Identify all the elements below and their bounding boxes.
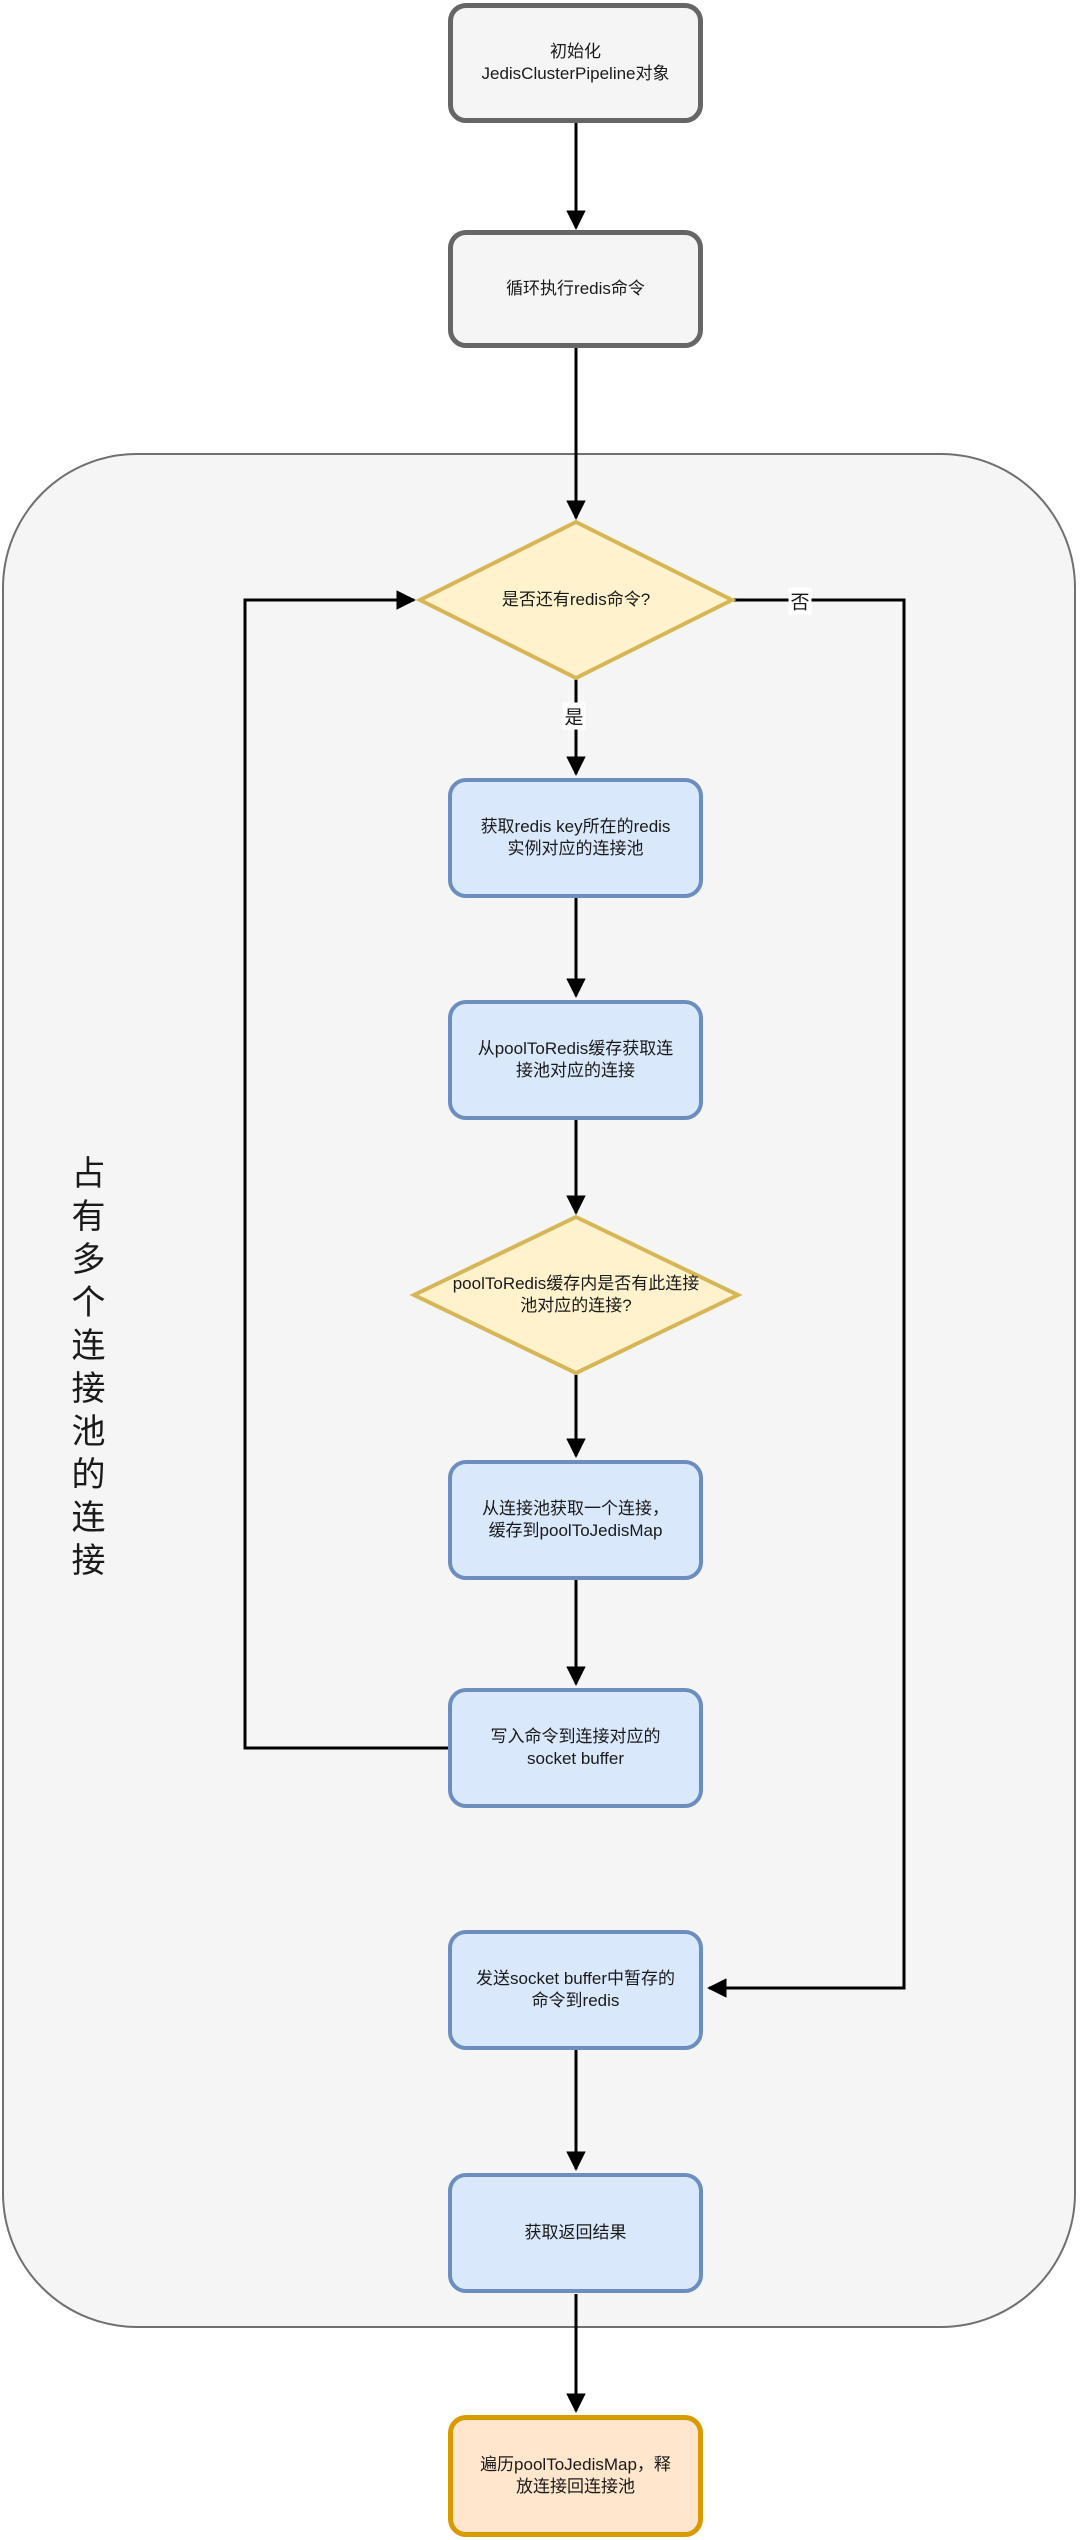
- node-get-results: 获取返回结果: [448, 2173, 703, 2293]
- node-loop-exec-commands: 循环执行redis命令: [448, 230, 703, 348]
- decision-has-more-commands-label: 是否还有redis命令?: [501, 589, 651, 609]
- container-vertical-label: 占有多个连接池的连接: [66, 1155, 104, 1585]
- node-get-cached-connection: 从poolToRedis缓存获取连 接池对应的连接: [448, 1000, 703, 1120]
- decision-pool-cached-shape: [409, 1214, 743, 1376]
- node-release-connections: 遍历poolToJedisMap，释 放连接回连接池: [448, 2415, 703, 2537]
- decision-has-more-commands-shape: [415, 519, 737, 681]
- edge-label-no: 否: [788, 587, 812, 615]
- node-get-connection-pool: 获取redis key所在的redis 实例对应的连接池: [448, 778, 703, 898]
- node-send-socket-buffer: 发送socket buffer中暂存的 命令到redis: [448, 1930, 703, 2050]
- node-write-socket-buffer: 写入命令到连接对应的 socket buffer: [448, 1688, 703, 1808]
- node-get-new-connection: 从连接池获取一个连接， 缓存到poolToJedisMap: [448, 1460, 703, 1580]
- edge-label-yes: 是: [562, 702, 586, 730]
- node-init-pipeline: 初始化 JedisClusterPipeline对象: [448, 3, 703, 123]
- arrow-decision1-no-to-sendbuffer: [707, 598, 906, 1998]
- arrow-loopback-writebuffer-to-decision1: [243, 590, 448, 1750]
- decision-pool-cached-label: poolToRedis缓存内是否有此连接 池对应的连接?: [452, 1273, 700, 1315]
